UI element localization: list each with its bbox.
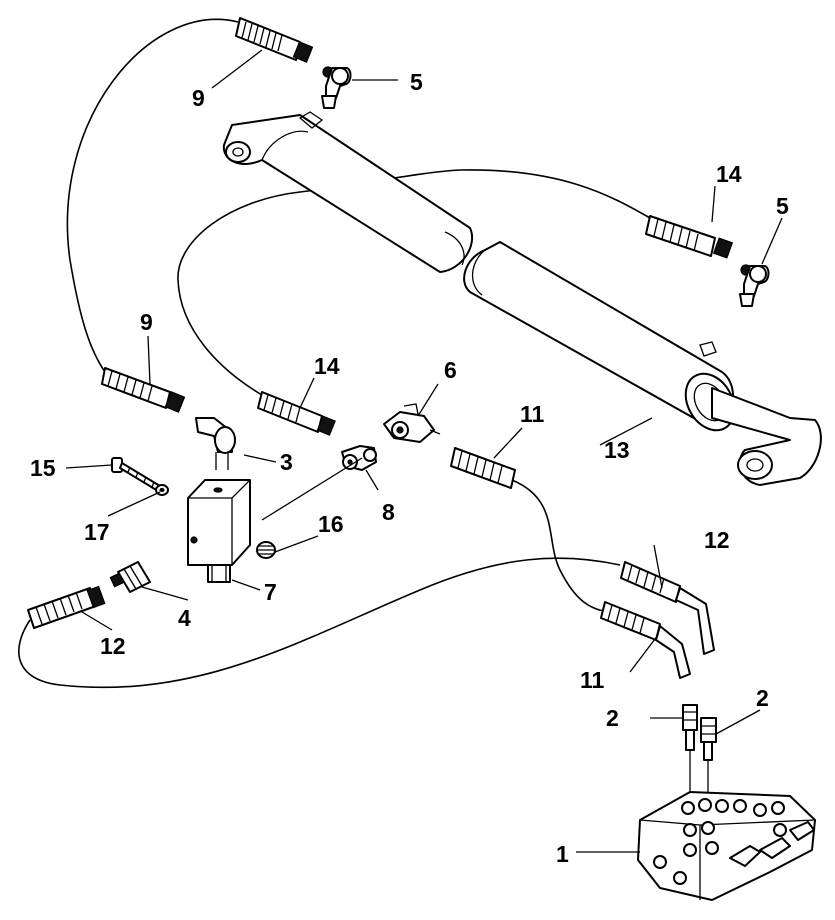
hose-end-14-right: [645, 215, 734, 259]
adapter-2-left: [682, 704, 698, 751]
elbow-fitting-3: [195, 417, 236, 470]
hose-end-14-left: [257, 391, 336, 436]
hose-line-9-top-to-9-left: [66, 18, 239, 373]
callout-11-right: 11: [580, 667, 605, 693]
plug-16: [256, 541, 276, 559]
elbow-fitting-5-right: [739, 264, 770, 307]
callout-13: 13: [604, 437, 630, 463]
hose-end-9-left: [101, 367, 186, 413]
hose-line-14-left-to-cylinder: [177, 169, 651, 396]
elbow-fitting-5-top: [321, 66, 352, 109]
callout-9-top: 9: [192, 85, 205, 111]
hose-end-12-right: [620, 561, 715, 655]
valve-block-7: [187, 479, 251, 583]
callout-8: 8: [382, 499, 395, 525]
hose-end-11-right: [600, 601, 691, 679]
adapter-2-right: [700, 717, 717, 761]
callout-6: 6: [444, 357, 457, 383]
hose-line-12-loop: [18, 557, 621, 689]
hose-line-11-to-fitting-11: [511, 479, 611, 613]
callout-4: 4: [178, 605, 191, 631]
control-valve-1: [637, 791, 816, 901]
callout-16: 16: [318, 511, 344, 537]
callout-2-left: 2: [606, 705, 619, 731]
fitting-4: [109, 561, 151, 593]
hose-end-11-middle: [450, 447, 516, 489]
callout-numbers: 9 5 14 5 9 14 6 11 13 3 15 8 17 16 12 7 …: [30, 69, 789, 867]
callout-9-left: 9: [140, 309, 153, 335]
callout-3: 3: [280, 449, 293, 475]
hose-end-12-left: [27, 585, 106, 629]
hose-lines: [18, 18, 651, 689]
callout-1: 1: [556, 841, 569, 867]
hydraulic-cylinder-upper: [222, 111, 473, 273]
callout-5-top: 5: [410, 69, 423, 95]
callout-7: 7: [264, 579, 277, 605]
callout-12-right: 12: [704, 527, 730, 553]
callout-12-left: 12: [100, 633, 126, 659]
tee-fitting-6: [383, 403, 441, 443]
hose-end-9-top: [235, 17, 314, 63]
tee-fitting-8: [341, 445, 377, 471]
callout-11-middle: 11: [520, 401, 545, 427]
callout-5-right: 5: [776, 193, 789, 219]
bolt-15: [111, 457, 161, 492]
callout-14-left: 14: [314, 353, 340, 379]
callout-2-right: 2: [756, 685, 769, 711]
leader-lines: [65, 49, 783, 853]
callout-15: 15: [30, 455, 56, 481]
callout-17: 17: [84, 519, 110, 545]
callout-14-right: 14: [716, 161, 742, 187]
hydraulic-cylinder-13: [463, 241, 822, 486]
